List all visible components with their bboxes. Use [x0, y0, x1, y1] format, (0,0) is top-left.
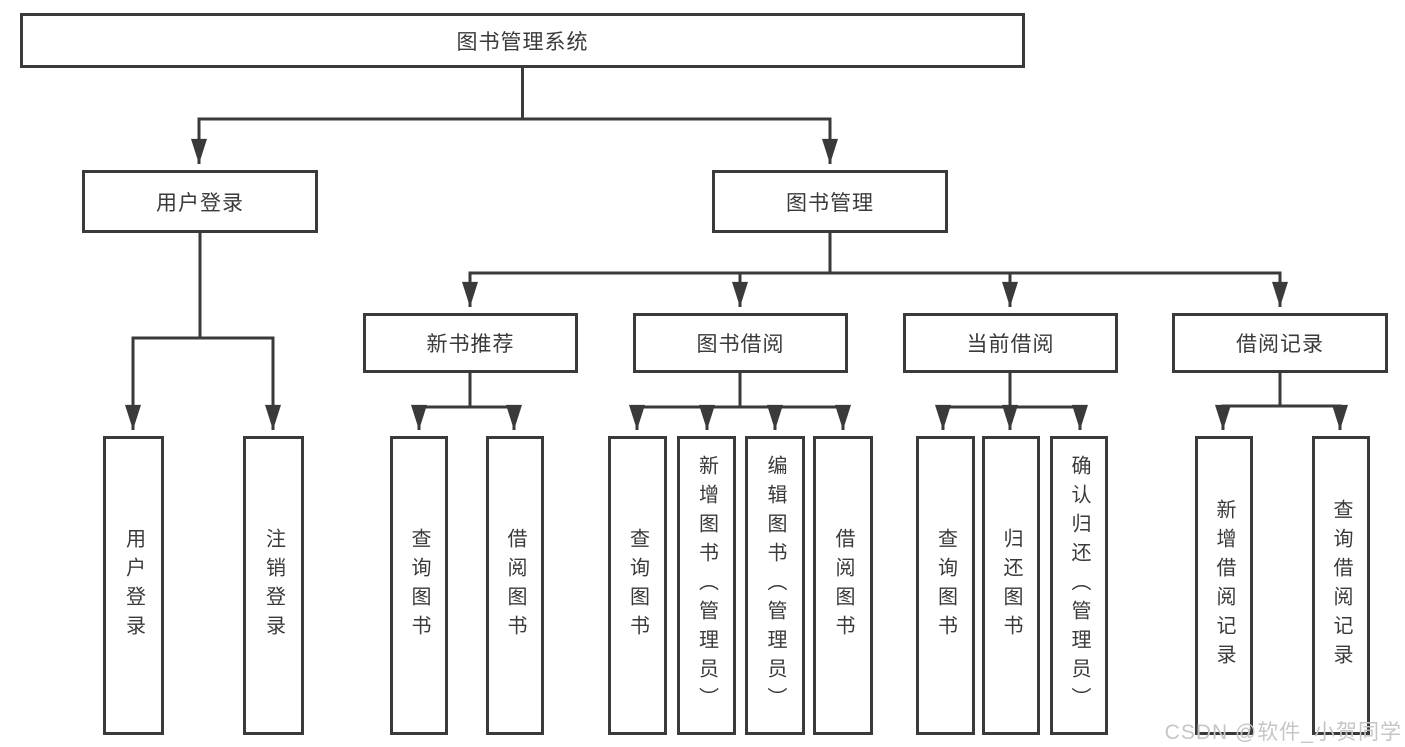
leaf-add-books-admin-label: 新增图书（管理员） — [695, 455, 718, 716]
node-book-management-label: 图书管理 — [786, 191, 874, 215]
leaf-logout: 注销登录 — [243, 436, 304, 735]
node-root-system-label: 图书管理系统 — [456, 30, 589, 54]
leaf-query-borrow-record: 查询借阅记录 — [1312, 436, 1370, 735]
leaf-confirm-return-admin-label: 确认归还（管理员） — [1068, 455, 1090, 716]
node-book-borrow-label: 图书借阅 — [696, 333, 785, 356]
leaf-borrow-query-books: 查询图书 — [608, 436, 667, 735]
node-book-borrow: 图书借阅 — [633, 313, 848, 373]
leaf-logout-label: 注销登录 — [262, 527, 285, 644]
node-current-borrow: 当前借阅 — [903, 313, 1118, 373]
node-current-borrow-label: 当前借阅 — [966, 333, 1055, 356]
leaf-recommend-query-books: 查询图书 — [390, 436, 448, 735]
leaf-user-login-label: 用户登录 — [122, 527, 145, 644]
leaf-confirm-return-admin: 确认归还（管理员） — [1050, 436, 1108, 735]
node-book-management: 图书管理 — [712, 170, 948, 233]
leaf-user-login: 用户登录 — [103, 436, 164, 735]
leaf-borrow-books: 借阅图书 — [813, 436, 873, 735]
leaf-recommend-query-books-label: 查询图书 — [408, 527, 430, 644]
leaf-current-query-books: 查询图书 — [916, 436, 975, 735]
leaf-recommend-borrow-books: 借阅图书 — [486, 436, 544, 735]
leaf-borrow-query-books-label: 查询图书 — [626, 527, 649, 644]
node-user-login-label: 用户登录 — [156, 191, 244, 215]
leaf-edit-books-admin: 编辑图书（管理员） — [745, 436, 805, 735]
leaf-edit-books-admin-label: 编辑图书（管理员） — [764, 455, 786, 716]
leaf-recommend-borrow-books-label: 借阅图书 — [504, 527, 526, 644]
node-new-book-recommend-label: 新书推荐 — [426, 333, 515, 356]
leaf-current-query-books-label: 查询图书 — [934, 527, 957, 644]
leaf-return-books: 归还图书 — [982, 436, 1040, 735]
node-user-login: 用户登录 — [82, 170, 318, 233]
node-borrow-records-label: 借阅记录 — [1236, 333, 1324, 356]
leaf-add-books-admin: 新增图书（管理员） — [677, 436, 736, 735]
node-new-book-recommend: 新书推荐 — [363, 313, 578, 373]
node-root-system: 图书管理系统 — [20, 13, 1025, 68]
leaf-query-borrow-record-label: 查询借阅记录 — [1330, 498, 1352, 673]
node-borrow-records: 借阅记录 — [1172, 313, 1388, 373]
csdn-watermark: CSDN @软件_小贺同学 — [1164, 721, 1402, 744]
leaf-add-borrow-record: 新增借阅记录 — [1195, 436, 1253, 735]
leaf-borrow-books-label: 借阅图书 — [832, 527, 854, 644]
leaf-add-borrow-record-label: 新增借阅记录 — [1213, 498, 1235, 673]
leaf-return-books-label: 归还图书 — [1000, 527, 1022, 644]
